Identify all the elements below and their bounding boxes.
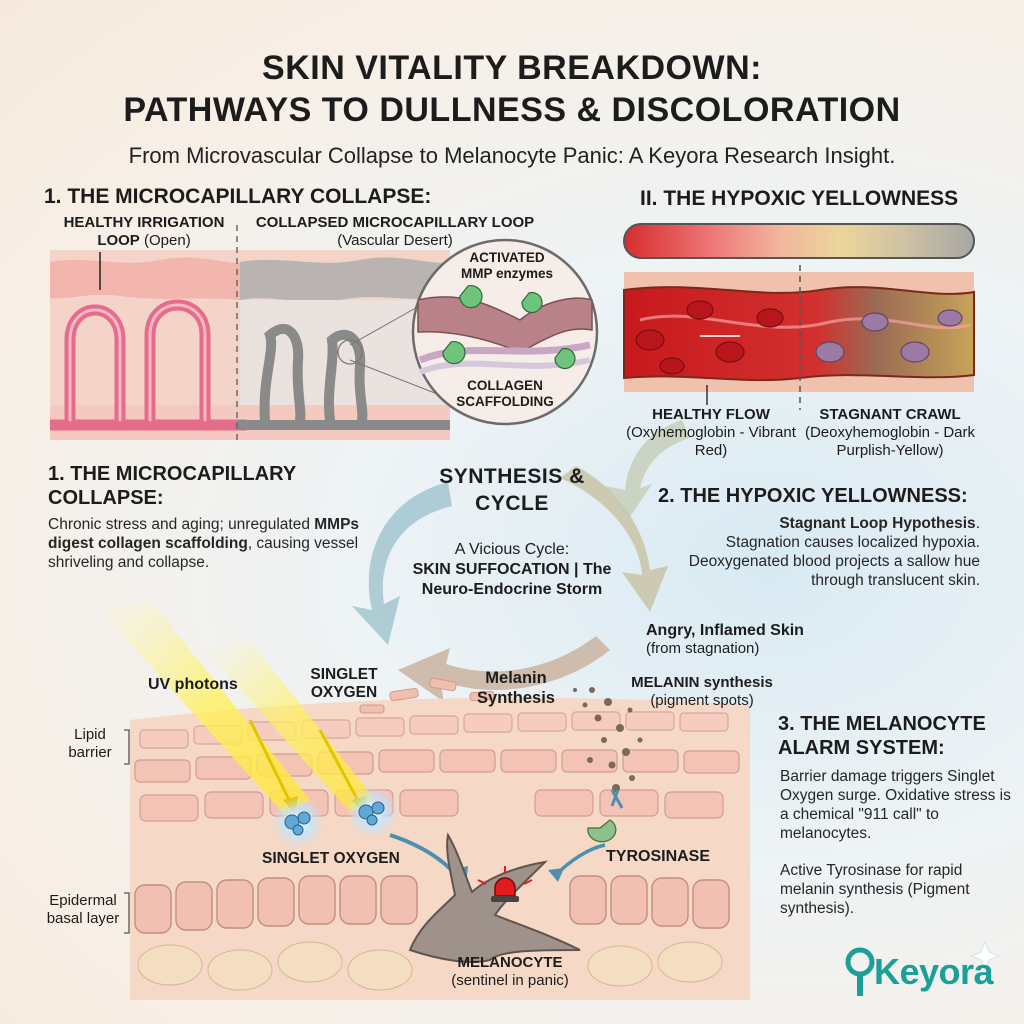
cycle-description: A Vicious Cycle: SKIN SUFFOCATION | The …: [412, 541, 612, 598]
mmp-enzymes-label: ACTIVATED MMP enzymes: [460, 250, 554, 281]
healthy-flow-label: HEALTHY FLOW (Oxyhemoglobin - Vibrant Re…: [626, 406, 796, 459]
section2-description: Stagnant Loop Hypothesis. Stagnation cau…: [688, 515, 980, 589]
mmp-zoom-circle: [337, 238, 599, 426]
melanin-synthesis-label: Melanin Synthesis: [477, 669, 555, 707]
healthy-loop-label: HEALTHY IRRIGATION LOOP (Open): [63, 214, 225, 249]
vicious-cycle-arrows: [352, 420, 690, 702]
collagen-scaffolding-label: COLLAGEN SCAFFOLDING: [456, 378, 554, 409]
section2-heading: 2. THE HYPOXIC YELLOWNESS:: [658, 485, 968, 507]
hypoxic-vessel-illustration: [623, 223, 975, 410]
section3-description-2: Active Tyrosinase for rapid melanin synt…: [780, 862, 970, 917]
main-title-line-2: PATHWAYS TO DULLNESS & DISCOLORATION: [123, 91, 901, 129]
lipid-barrier-label: Lipid barrier: [68, 726, 112, 761]
inflamed-skin-label: Angry, Inflamed Skin (from stagnation): [646, 622, 804, 657]
melanin-pigment-label: MELANIN synthesis (pigment spots): [631, 674, 773, 709]
epidermal-basal-layer-label: Epidermal basal layer: [46, 892, 120, 927]
stagnant-crawl-label: STAGNANT CRAWL (Deoxyhemoglobin - Dark P…: [804, 406, 976, 459]
section1-description: Chronic stress and aging; unregulated MM…: [48, 516, 360, 571]
cycle-title: SYNTHESIS & CYCLE: [439, 465, 585, 515]
section1-heading: 1. THE MICROCAPILLARY COLLAPSE:: [48, 463, 296, 509]
microcapillary-illustration: [50, 250, 450, 440]
section1-heading-top: 1. THE MICROCAPILLARY COLLAPSE:: [44, 185, 432, 208]
main-title-line-1: SKIN VITALITY BREAKDOWN:: [262, 49, 762, 87]
subtitle: From Microvascular Collapse to Melanocyt…: [128, 143, 896, 168]
section3-description-1: Barrier damage triggers Singlet Oxygen s…: [780, 768, 1011, 842]
singlet-oxygen-label: SINGLET OXYGEN: [262, 850, 400, 867]
tyrosinase-label: TYROSINASE: [606, 848, 711, 865]
collapsed-loop-label: COLLAPSED MICROCAPILLARY LOOP (Vascular …: [255, 214, 535, 249]
keyora-logo-text: Keyora: [874, 951, 994, 992]
section3-heading: 3. THE MELANOCYTE ALARM SYSTEM:: [778, 713, 986, 759]
melanocyte-label: MELANOCYTE (sentinel in panic): [451, 954, 569, 989]
keyora-logo-mark: [845, 940, 1001, 996]
singlet-oxygen-label-top: SINGLET OXYGEN: [310, 666, 378, 701]
skin-layers-illustration: [100, 600, 750, 1000]
uv-photons-label: UV photons: [148, 676, 238, 693]
section2-heading-top: II. THE HYPOXIC YELLOWNESS: [640, 187, 959, 210]
